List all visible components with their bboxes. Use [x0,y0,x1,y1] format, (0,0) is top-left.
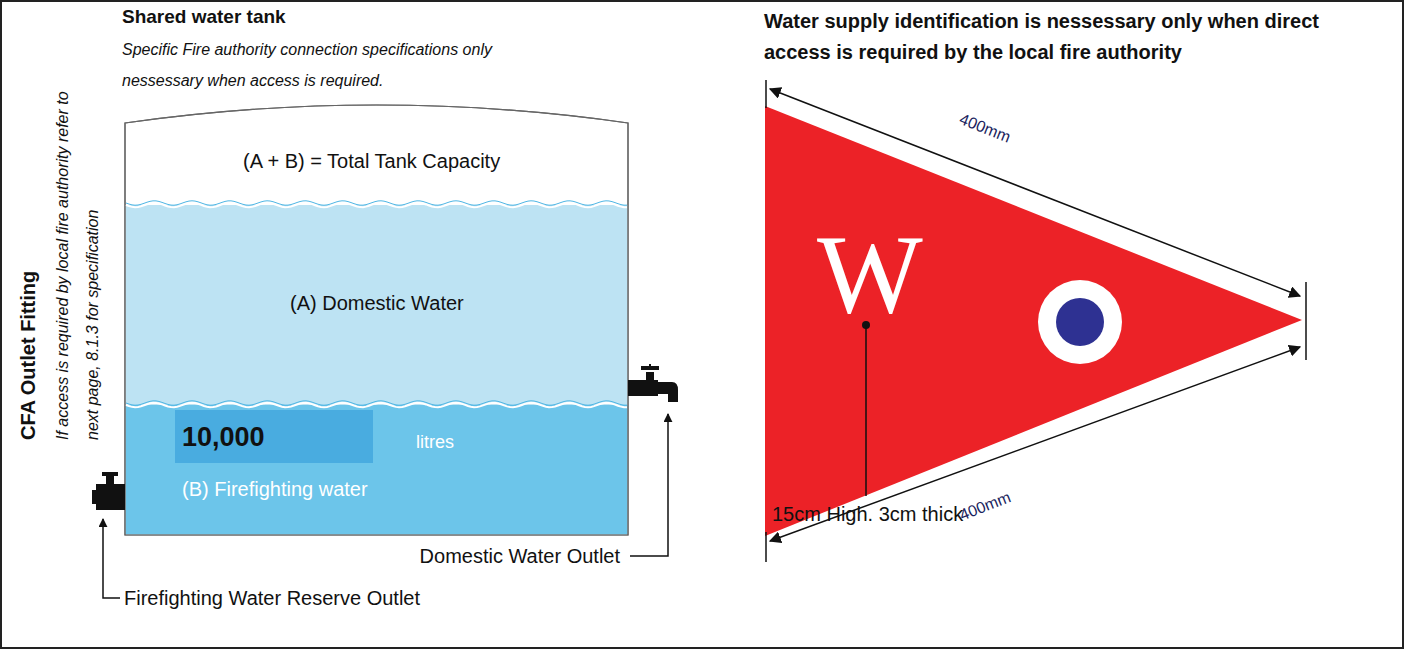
roundel-ring [1038,280,1122,364]
note: Specific Fire authority connection speci… [122,34,512,96]
callout-label: Domestic Water Outlet [380,544,620,568]
dimension-label: 400mm [957,487,1014,524]
callout-label: 15cm High. 3cm thick [772,502,963,526]
tank: (A + B) = Total Tank Capacity (A) Domesti… [125,105,628,535]
firefighting-water-band: litres (B) Firefighting water 10,000 [125,405,628,535]
node-text: (A + B) = Total Tank Capacity [243,149,500,173]
node-text: 10,000 [182,421,265,453]
dimension-tick [765,80,767,108]
firefighting-water-fill [126,405,628,534]
node-text: (B) Firefighting water [182,477,368,501]
tank-outline [125,105,628,535]
tank-outline [125,105,628,535]
water-surface-line [126,401,627,405]
water-surface [126,201,627,407]
tap-symbol [628,364,678,402]
node-text: (A) Domestic Water [290,291,464,315]
roundel-dot [1056,298,1104,346]
capacity-box: 10,000 [175,410,373,463]
leader-line [630,414,668,556]
note: If access is required by local fire auth… [48,80,108,440]
dimension-tick [765,532,767,562]
domestic-water-band: (A) Domestic Water [125,205,628,405]
pennant-triangle [765,106,1302,536]
valve-symbol [92,472,125,510]
leader-line [865,325,867,496]
heading: CFA Outlet Fitting [16,10,40,440]
heading: Water supply identification is nessessar… [764,6,1374,68]
node-text: litres [416,432,454,454]
water-surface-line [126,201,627,205]
dimension-label: 400mm [957,109,1014,146]
pennant: W [765,106,1302,536]
domestic-water-fill [126,205,628,405]
leader-line [103,519,120,598]
symbol-letter: W [817,218,923,330]
heading: Shared water tank [122,6,286,29]
dimension-line [770,347,1300,541]
dimension-tick [1305,282,1307,360]
callout-label: Firefighting Water Reserve Outlet [124,586,420,610]
